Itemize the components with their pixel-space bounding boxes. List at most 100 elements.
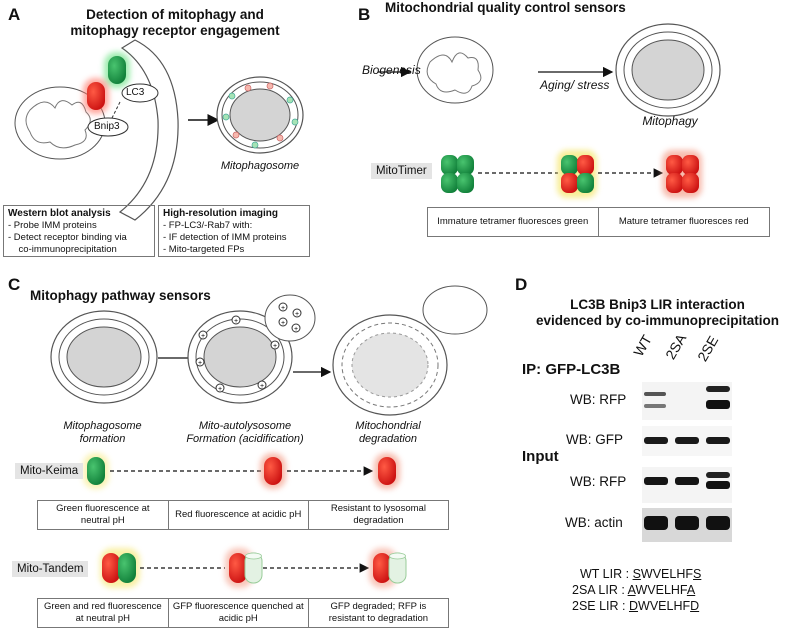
tandem-2 <box>225 548 263 588</box>
wb-rfp-label: WB: RFP <box>570 392 627 407</box>
tandem-caption-3: GFP degraded; RFP is resistant to degrad… <box>328 601 429 624</box>
lir-2se-mid: WVELHF <box>638 599 691 613</box>
aging-stress-label: Aging/ stress <box>540 78 610 92</box>
mito-keima-tag: Mito-Keima <box>15 463 84 479</box>
stage3-label-line2: degradation <box>358 433 418 445</box>
lir-wt: WT LIR : SWVELHFS <box>580 567 701 581</box>
lir-2se-first: D <box>628 599 639 613</box>
keima-green <box>83 453 109 489</box>
mitochondrion-b-small <box>416 36 494 104</box>
tandem-1 <box>100 548 140 588</box>
mito-c-stage3 <box>332 285 488 416</box>
mitophagy-label: Mitophagy <box>642 114 698 128</box>
lir-2se-last: D <box>690 599 700 613</box>
svg-text:+: + <box>201 333 205 340</box>
tandem-caption-row: Green and red fluorescence at neutral pH… <box>37 598 449 628</box>
blot-ip-gfp <box>642 426 732 456</box>
panel-c-title: Mitophagy pathway sensors <box>30 288 211 303</box>
keima-red-1 <box>260 453 286 489</box>
panel-letter-b: B <box>358 5 371 24</box>
mito-c-stage2: + + + + + + <box>187 310 293 404</box>
stage3-label: Mitochondrial degradation <box>338 420 438 446</box>
mito-c-stage1 <box>50 310 158 404</box>
keima-caption-3: Resistant to lysosomal degradation <box>330 503 426 526</box>
lir-2sa-first: A <box>627 583 636 597</box>
blot-input-actin <box>642 508 732 542</box>
mitophagosome-label: Mitophagosome <box>220 160 300 172</box>
western-blot-title: Western blot analysis <box>8 208 111 219</box>
tandem-3 <box>369 548 407 588</box>
western-blot-box: Western blot analysis - Probe IMM protei… <box>3 205 155 257</box>
imaging-item-1: - FP-LC3/-Rab7 with: <box>163 220 253 231</box>
red-fp-marker <box>83 78 109 114</box>
panel-letter-a: A <box>8 5 21 24</box>
mitotimer-caption-immature: Immature tetramer fluoresces green <box>428 208 599 236</box>
lir-wt-mid: WVELHF <box>640 567 693 581</box>
wb-gfp-label: WB: GFP <box>566 432 623 447</box>
lir-2se-name: 2SE LIR : <box>572 599 629 613</box>
lir-wt-first: S <box>632 567 641 581</box>
input-label: Input <box>522 448 559 465</box>
wb-actin-label: WB: actin <box>565 515 623 530</box>
mitotimer-caption-mature: Mature tetramer fluoresces red <box>618 216 749 227</box>
svg-text:+: + <box>218 386 222 393</box>
blot-input-rfp <box>642 467 732 503</box>
western-blot-item-1: - Probe IMM proteins <box>8 220 97 231</box>
svg-text:+: + <box>273 343 277 350</box>
panel-d-title-line1: LC3B Bnip3 LIR interaction <box>570 297 745 312</box>
ip-label: IP: GFP-LC3B <box>522 361 621 378</box>
keima-caption-row: Green fluorescence at neutral pH Red flu… <box>37 500 449 530</box>
stage1-label: Mitophagosome formation <box>63 420 142 445</box>
svg-text:+: + <box>198 360 202 367</box>
keima-caption-2: Red fluorescence at acidic pH <box>169 501 309 529</box>
lir-2sa-last: A <box>686 583 696 597</box>
imaging-title: High-resolution imaging <box>163 208 278 219</box>
panel-a-title: Detection of mitophagy and mitophagy rec… <box>40 7 310 39</box>
mitophagosome-illustration <box>216 76 304 154</box>
wb-rfp2-label: WB: RFP <box>570 474 627 489</box>
mitochondrion-b-large <box>615 23 721 117</box>
tandem-caption-2: GFP fluorescence quenched at acidic pH <box>169 599 309 627</box>
western-blot-item-2: - Detect receptor binding via <box>8 232 127 243</box>
svg-text:+: + <box>234 318 238 325</box>
lir-2se: 2SE LIR : DWVELHFD <box>572 599 699 613</box>
bnip3-label: Bnip3 <box>94 121 120 132</box>
lc3-oval <box>121 83 159 103</box>
mitotimer-caption-row: Immature tetramer fluoresces green Matur… <box>427 207 770 237</box>
tandem-caption-1: Green and red fluorescence at neutral pH <box>38 599 169 627</box>
stage3-label-line1: Mitochondrial <box>355 420 421 432</box>
stage2-label-line2: Formation (acidification) <box>186 433 304 445</box>
panel-d-title: LC3B Bnip3 LIR interaction evidenced by … <box>530 297 785 329</box>
mitotimer-tag: MitoTimer <box>371 163 432 179</box>
biogenesis-label: Biogenesis <box>362 63 421 77</box>
green-fp-marker <box>104 52 130 88</box>
keima-caption-1: Green fluorescence at neutral pH <box>38 501 169 529</box>
keima-red-2 <box>374 453 400 489</box>
interaction-dash <box>111 101 121 119</box>
lir-wt-name: WT LIR : <box>580 567 633 581</box>
western-blot-item-3: co-immunoprecipitation <box>8 244 117 255</box>
stage2-label-line1: Mito-autolysosome <box>198 420 292 432</box>
lc3-label: LC3 <box>126 87 145 98</box>
svg-text:+: + <box>294 326 298 333</box>
panel-a-title-line2: mitophagy receptor engagement <box>70 23 280 38</box>
mito-tandem-tag: Mito-Tandem <box>12 561 89 577</box>
lir-2sa: 2SA LIR : AWVELHFA <box>572 583 695 597</box>
blot-ip-rfp <box>642 382 732 420</box>
svg-text:+: + <box>260 383 264 390</box>
svg-text:+: + <box>295 311 299 318</box>
panel-a-title-line1: Detection of mitophagy and <box>86 7 264 22</box>
panel-letter-c: C <box>8 275 21 294</box>
tetramer-green <box>441 155 474 193</box>
lir-2sa-mid: WVELHF <box>635 583 687 597</box>
panel-d-title-line2: evidenced by co-immunoprecipitation <box>535 313 780 328</box>
mitochondrion-a-left <box>14 86 106 160</box>
imaging-box: High-resolution imaging - FP-LC3/-Rab7 w… <box>158 205 310 257</box>
panel-letter-d: D <box>515 275 528 294</box>
lysosome: + + + + <box>264 294 316 342</box>
imaging-item-2: - IF detection of IMM proteins <box>163 232 287 243</box>
tetramer-red <box>662 150 702 198</box>
stage2-label: Mito-autolysosome Formation (acidificati… <box>180 420 310 446</box>
imaging-item-3: - Mito-targeted FPs <box>163 244 245 255</box>
